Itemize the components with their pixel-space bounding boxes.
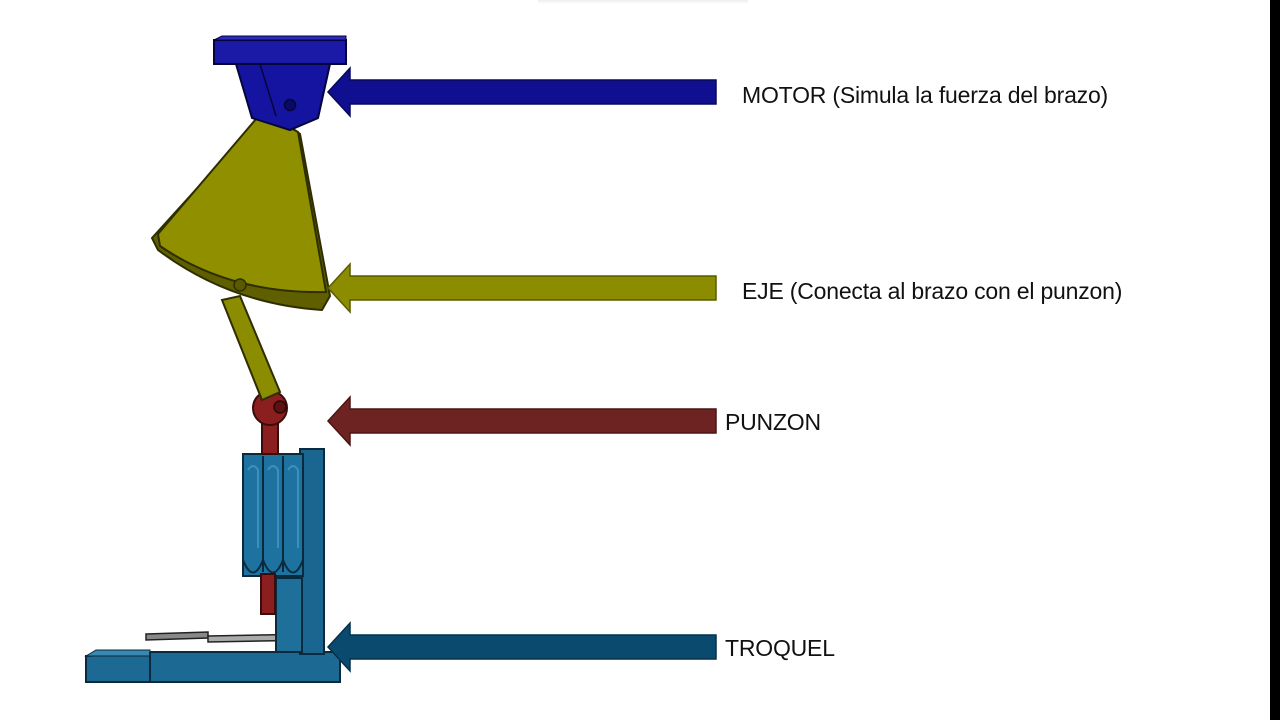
label-punzon: PUNZON — [725, 409, 821, 435]
arrow-eje — [326, 262, 717, 314]
label-troquel: TROQUEL — [725, 635, 835, 661]
label-eje: EJE (Conecta al brazo con el punzon) — [742, 278, 1123, 304]
right-border — [1270, 0, 1280, 720]
eje-part — [150, 108, 332, 402]
arrow-punzon — [326, 395, 717, 447]
troquel-part — [84, 448, 341, 683]
arrow-troquel — [326, 621, 717, 673]
label-motor: MOTOR (Simula la fuerza del brazo) — [742, 82, 1109, 108]
motor-part — [213, 35, 347, 132]
top-shadow — [538, 0, 748, 4]
arrow-motor — [326, 66, 717, 118]
